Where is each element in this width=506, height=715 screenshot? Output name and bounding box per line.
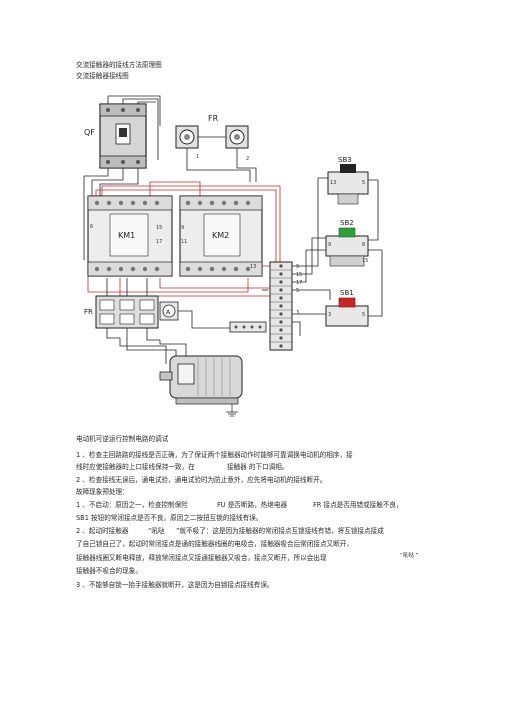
ammeter-label: A <box>166 309 171 316</box>
svg-text:5: 5 <box>362 180 365 186</box>
contactor-km1: 15 17 6 <box>87 195 173 277</box>
svg-text:3: 3 <box>296 310 299 316</box>
svg-text:9: 9 <box>328 242 331 248</box>
para-1-line-2-pre: 线时应使接触器的上口接线保持一致，在 <box>76 463 195 471</box>
svg-text:5: 5 <box>362 312 365 318</box>
svg-text:5: 5 <box>296 288 299 294</box>
svg-text:3: 3 <box>328 312 331 318</box>
button-sb1: 3 5 <box>325 297 369 327</box>
para-4-fr: FR 接点是否用错或接触不良， <box>313 501 403 509</box>
fr-top-label: FR <box>208 114 219 123</box>
svg-text:9: 9 <box>296 264 299 270</box>
terminal-block: 9 15 17 5 3 <box>269 261 302 351</box>
para-4-pre: 1 、不启动：原因之一，检查控制保险 <box>76 501 188 509</box>
para-5-line-3: 接触器线圈又断电释放，释放常闭接点又接通接触器又吸合，接点又断开，所以会出现 <box>76 554 327 562</box>
button-sb3: 13 5 <box>327 164 369 205</box>
section-title: 电动机可逆运行控制电路的调试 <box>76 435 169 443</box>
breaker-qf <box>99 103 147 169</box>
svg-text:17: 17 <box>156 239 162 245</box>
terminal-strip <box>229 321 267 333</box>
para-5-post: ”就不吸了：这是因为接触器的常闭接点互锁接线有错，将互锁接点接成 <box>176 527 384 535</box>
sb2-label: SB2 <box>340 219 354 227</box>
fr-bottom-label: FR <box>84 308 93 316</box>
para-5-line-4: 接触器不吸合的现象。 <box>76 567 142 575</box>
para-3: 故障现象预处理： <box>76 488 129 496</box>
para-5-quote: “吼哒 <box>148 527 165 535</box>
svg-text:1: 1 <box>196 154 199 160</box>
svg-text:8: 8 <box>362 242 365 248</box>
svg-text:2: 2 <box>246 156 249 162</box>
para-6: 3 、不能够自锁一抬手接触器就断开，这是因为自锁接点接线有误。 <box>76 581 274 589</box>
svg-text:9: 9 <box>181 225 184 231</box>
para-4-fu: FU 是否断路，热继电器 <box>217 501 288 509</box>
motor <box>119 338 243 417</box>
km1-label: KM1 <box>118 231 135 240</box>
para-1-line-1: 1 、检查主回路路的接线是否正确，为了保证两个接触器动作时能够可靠调换电动机的相… <box>76 451 353 459</box>
km2-label: KM2 <box>212 231 229 240</box>
contactor-km2: 9 11 13 <box>179 195 263 277</box>
button-sb2: 9 8 15 <box>325 227 369 267</box>
para-1-line-2-post: 接触器 的下口调相。 <box>227 463 289 471</box>
qf-label: QF <box>84 128 95 137</box>
svg-text:6: 6 <box>90 224 93 230</box>
svg-text:15: 15 <box>296 272 302 278</box>
heading-line-1: 交流接触器的接线方法原理图 <box>76 61 162 69</box>
svg-text:15: 15 <box>156 225 162 231</box>
para-5-line-3-quote: “吼哒 ” <box>400 553 419 559</box>
svg-text:17: 17 <box>296 280 302 286</box>
svg-text:13: 13 <box>250 264 256 270</box>
para-5-line-2: 了自己锁自己了，起动时常闭接点是通的接触器线圈的电吸合，接触器吸合后常闭接点又断… <box>76 540 353 548</box>
para-5-pre: 2 、起动时接触器 <box>76 527 129 535</box>
thermal-relay-fr <box>95 295 179 329</box>
svg-text:11: 11 <box>181 239 187 245</box>
sb1-label: SB1 <box>340 289 354 297</box>
sb3-label: SB3 <box>338 156 352 164</box>
para-2: 2 、检查接线无误后，通电试验，通电试验时为防止意外，应先将电动机的接线断开。 <box>76 476 327 484</box>
heading-line-2: 交流接触器接线图 <box>76 72 129 80</box>
para-4-line-2: SB1 按钮的常闭接点是否不良。原因之二按扭互锁的接线有误。 <box>76 514 263 522</box>
svg-text:13: 13 <box>330 180 336 186</box>
svg-text:15: 15 <box>362 258 368 264</box>
